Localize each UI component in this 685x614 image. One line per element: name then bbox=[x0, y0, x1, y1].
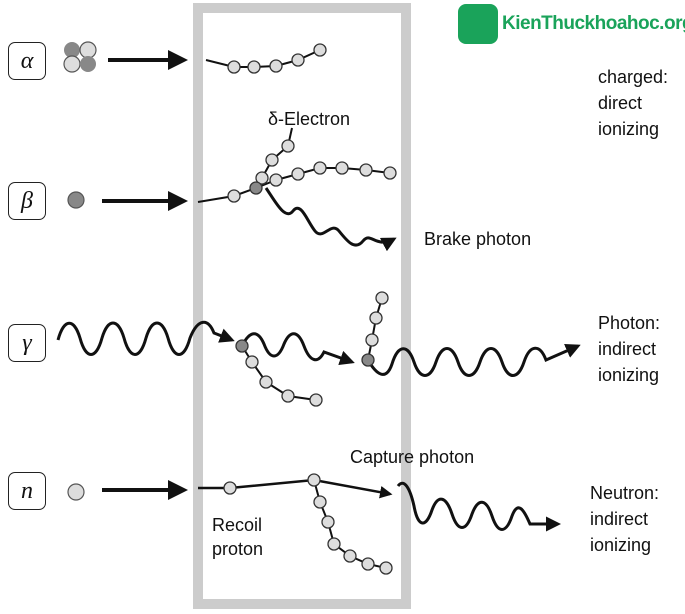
brake-photon-label: Brake photon bbox=[424, 229, 532, 249]
delta-electron-label: δ-Electron bbox=[268, 109, 351, 129]
gamma-interaction-point-1 bbox=[235, 339, 249, 353]
photon-line-1: Photon: bbox=[598, 313, 661, 333]
charged-line-2: direct bbox=[598, 93, 643, 113]
photon-line-3: ionizing bbox=[598, 365, 660, 385]
brand-text: KienThuckhoahoc.org bbox=[502, 13, 685, 34]
photon-line-2: indirect bbox=[598, 339, 657, 359]
bulb-icon bbox=[458, 4, 498, 44]
neutron-line-1: Neutron: bbox=[590, 483, 660, 503]
capture-photon-label: Capture photon bbox=[350, 447, 475, 467]
charged-line-3: ionizing bbox=[598, 119, 660, 139]
beta-particle-icon bbox=[67, 191, 85, 209]
beta-ion-pairs bbox=[227, 139, 397, 203]
alpha-particle-icon bbox=[63, 41, 97, 73]
compton-electron-track-2 bbox=[367, 297, 383, 361]
brake-photon-wave bbox=[264, 187, 397, 252]
gamma-wave-outgoing bbox=[366, 343, 581, 377]
alpha-symbol-box: α bbox=[8, 42, 46, 80]
neutron-symbol-box: n bbox=[8, 472, 46, 510]
recoil-label: Recoil bbox=[212, 515, 263, 535]
gamma-symbol-box: γ bbox=[8, 324, 46, 362]
neutron-particle-icon bbox=[67, 483, 85, 501]
charged-line-1: charged: bbox=[598, 67, 669, 87]
neutron-ion-pairs bbox=[223, 473, 393, 575]
beta-symbol-box: β bbox=[8, 182, 46, 220]
neutron-line-2: indirect bbox=[590, 509, 649, 529]
beta-primary-ionization bbox=[249, 181, 263, 195]
neutron-track bbox=[198, 478, 393, 499]
gamma-wave-incoming bbox=[56, 320, 235, 356]
capture-photon-wave bbox=[396, 481, 561, 532]
alpha-ion-pairs bbox=[227, 43, 327, 74]
gamma-interaction-point-2 bbox=[361, 353, 375, 367]
brand-logo: KienThuckhoahoc.org bbox=[458, 2, 685, 46]
gamma-ion-pairs bbox=[245, 291, 389, 407]
gamma-wave-scattered bbox=[240, 332, 355, 366]
neutron-line-3: ionizing bbox=[590, 535, 652, 555]
absorber-slab bbox=[193, 3, 411, 609]
proton-label: proton bbox=[212, 539, 264, 559]
